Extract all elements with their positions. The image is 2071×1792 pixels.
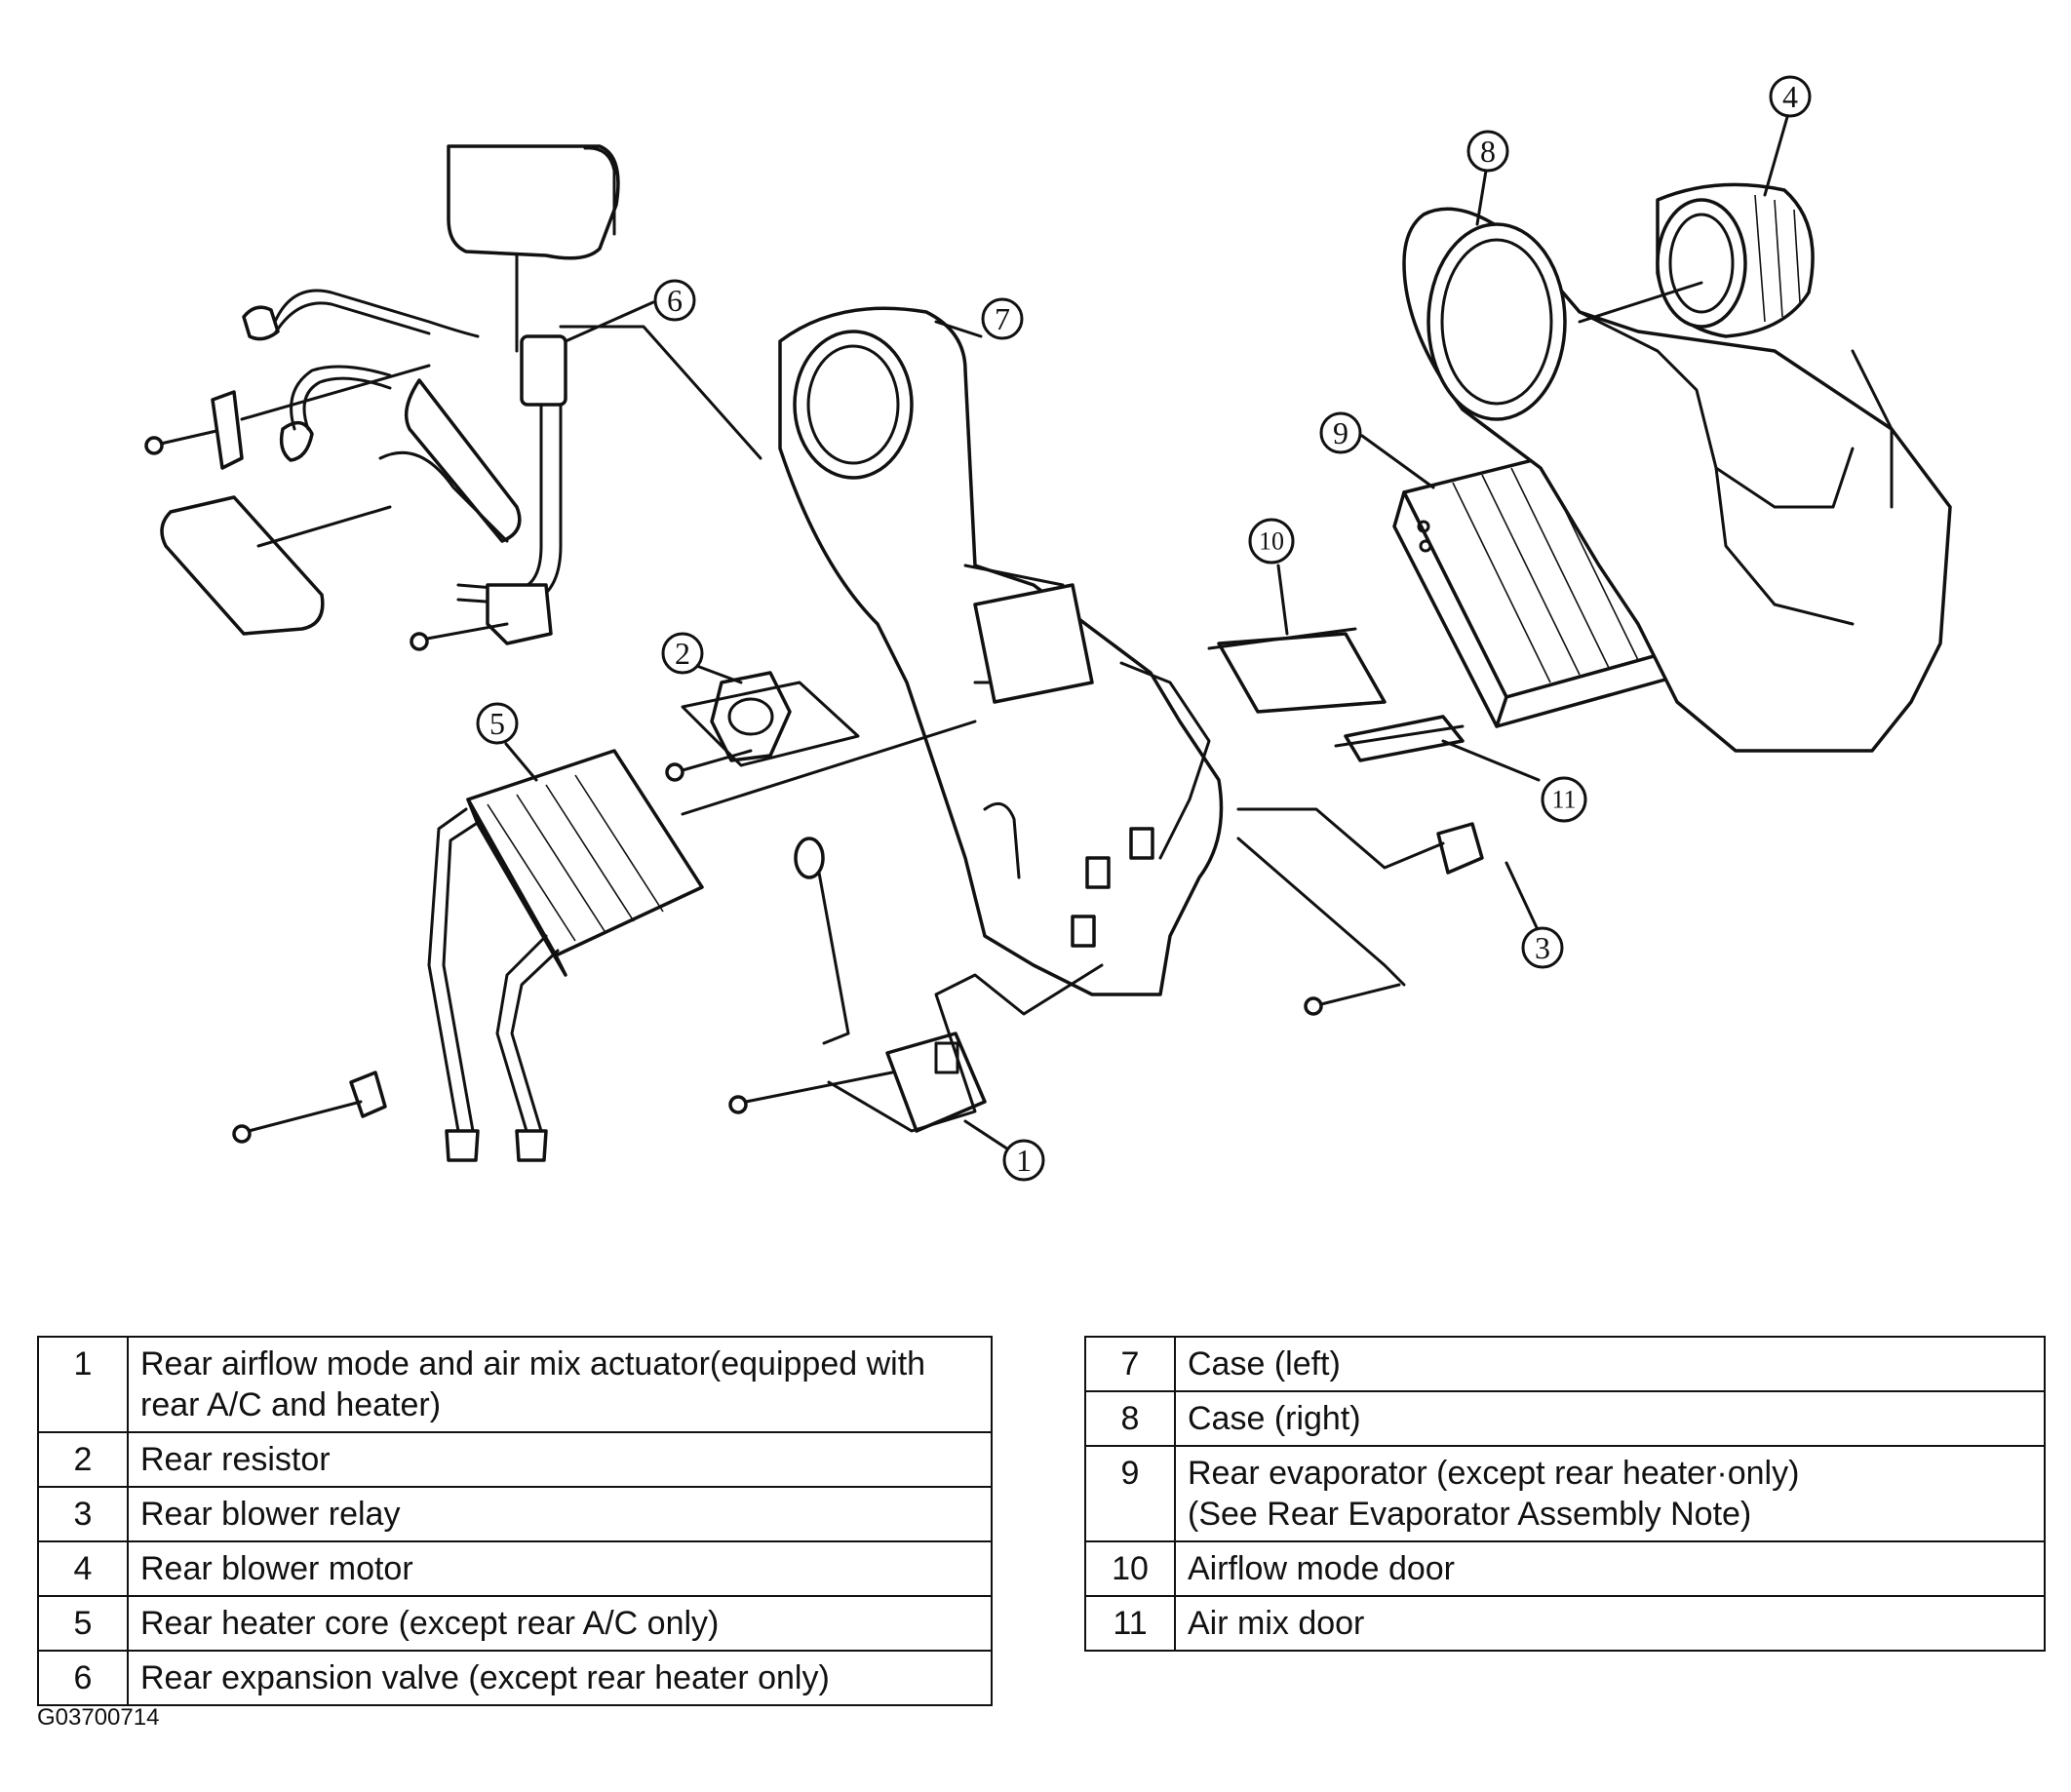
rear-evaporator bbox=[1392, 447, 1684, 728]
legend-row: 7 Case (left) bbox=[1084, 1336, 2046, 1392]
legend-number: 11 bbox=[1084, 1595, 1176, 1652]
exploded-view-diagram: 1 2 3 4 5 6 7 8 9 10 11 bbox=[144, 75, 1952, 1182]
svg-text:8: 8 bbox=[1480, 134, 1496, 169]
callout-10: 10 bbox=[1248, 518, 1295, 565]
legend-row: 1 Rear airflow mode and air mix actuator… bbox=[37, 1336, 993, 1433]
legend-description: Rear airflow mode and air mix actuator(e… bbox=[127, 1336, 993, 1433]
legend-row: 6 Rear expansion valve (except rear heat… bbox=[37, 1650, 993, 1706]
legend-number: 2 bbox=[37, 1431, 129, 1488]
callout-11: 11 bbox=[1541, 776, 1587, 823]
legend-description-note: (See Rear Evaporator Assembly Note) bbox=[1188, 1496, 1752, 1533]
legend-description: Rear resistor bbox=[127, 1431, 993, 1488]
legend-row: 2 Rear resistor bbox=[37, 1431, 993, 1488]
legend-row: 3 Rear blower relay bbox=[37, 1486, 993, 1542]
svg-text:3: 3 bbox=[1535, 930, 1550, 965]
rear-resistor bbox=[665, 671, 860, 782]
legend-description: Airflow mode door bbox=[1174, 1540, 2046, 1597]
legend-number: 4 bbox=[37, 1540, 129, 1597]
rear-blower-relay bbox=[1236, 807, 1484, 1016]
callout-2: 2 bbox=[661, 632, 704, 675]
legend-description: Rear evaporator (except rear heater·only… bbox=[1174, 1445, 2046, 1542]
rear-heater-core bbox=[232, 720, 977, 1162]
legend-row: 8 Case (right) bbox=[1084, 1390, 2046, 1447]
svg-text:9: 9 bbox=[1333, 415, 1348, 450]
rear-blower-motor bbox=[1578, 182, 1815, 338]
legend-description: Rear blower motor bbox=[127, 1540, 993, 1597]
callout-4: 4 bbox=[1769, 75, 1812, 118]
legend-row: 5 Rear heater core (except rear A/C only… bbox=[37, 1595, 993, 1652]
callout-1: 1 bbox=[1002, 1139, 1045, 1182]
svg-text:2: 2 bbox=[675, 636, 690, 671]
air-mix-door bbox=[1334, 715, 1465, 762]
callout-6: 6 bbox=[653, 279, 696, 322]
legend-row: 10 Airflow mode door bbox=[1084, 1540, 2046, 1597]
callout-7: 7 bbox=[981, 297, 1024, 340]
legend-number: 10 bbox=[1084, 1540, 1176, 1597]
legend-description-main: Rear evaporator (except rear heater·only… bbox=[1188, 1455, 1800, 1492]
legend-table-left: 1 Rear airflow mode and air mix actuator… bbox=[37, 1336, 993, 1706]
legend-number: 3 bbox=[37, 1486, 129, 1542]
legend-row: 9 Rear evaporator (except rear heater·on… bbox=[1084, 1445, 2046, 1542]
callout-9: 9 bbox=[1319, 411, 1362, 454]
legend-number: 9 bbox=[1084, 1445, 1176, 1542]
legend-number: 8 bbox=[1084, 1390, 1176, 1447]
callout-8: 8 bbox=[1466, 130, 1509, 173]
svg-text:6: 6 bbox=[667, 283, 683, 318]
legend-number: 5 bbox=[37, 1595, 129, 1652]
legend-number: 1 bbox=[37, 1336, 129, 1433]
svg-text:5: 5 bbox=[489, 706, 505, 741]
legend-description: Rear expansion valve (except rear heater… bbox=[127, 1650, 993, 1706]
legend-description: Air mix door bbox=[1174, 1595, 2046, 1652]
callout-3: 3 bbox=[1521, 926, 1564, 969]
legend-row: 11 Air mix door bbox=[1084, 1595, 2046, 1652]
case-left bbox=[778, 306, 1224, 996]
expansion-valve-assembly bbox=[144, 144, 762, 651]
svg-text:7: 7 bbox=[995, 301, 1010, 336]
legend-description: Case (left) bbox=[1174, 1336, 2046, 1392]
svg-text:1: 1 bbox=[1016, 1143, 1032, 1178]
case-right bbox=[1402, 207, 1952, 753]
legend-description: Rear heater core (except rear A/C only) bbox=[127, 1595, 993, 1652]
svg-text:10: 10 bbox=[1259, 527, 1284, 556]
rear-actuator bbox=[728, 837, 1104, 1133]
figure-code: G03700714 bbox=[37, 1704, 160, 1731]
legend-description: Case (right) bbox=[1174, 1390, 2046, 1447]
legend-description: Rear blower relay bbox=[127, 1486, 993, 1542]
legend-number: 7 bbox=[1084, 1336, 1176, 1392]
legend-table-right: 7 Case (left) 8 Case (right) 9 Rear evap… bbox=[1084, 1336, 2046, 1652]
airflow-mode-door bbox=[1207, 627, 1387, 714]
legend-row: 4 Rear blower motor bbox=[37, 1540, 993, 1597]
legend-number: 6 bbox=[37, 1650, 129, 1706]
callout-5: 5 bbox=[476, 702, 519, 745]
svg-text:11: 11 bbox=[1551, 786, 1576, 814]
svg-text:4: 4 bbox=[1782, 79, 1798, 114]
